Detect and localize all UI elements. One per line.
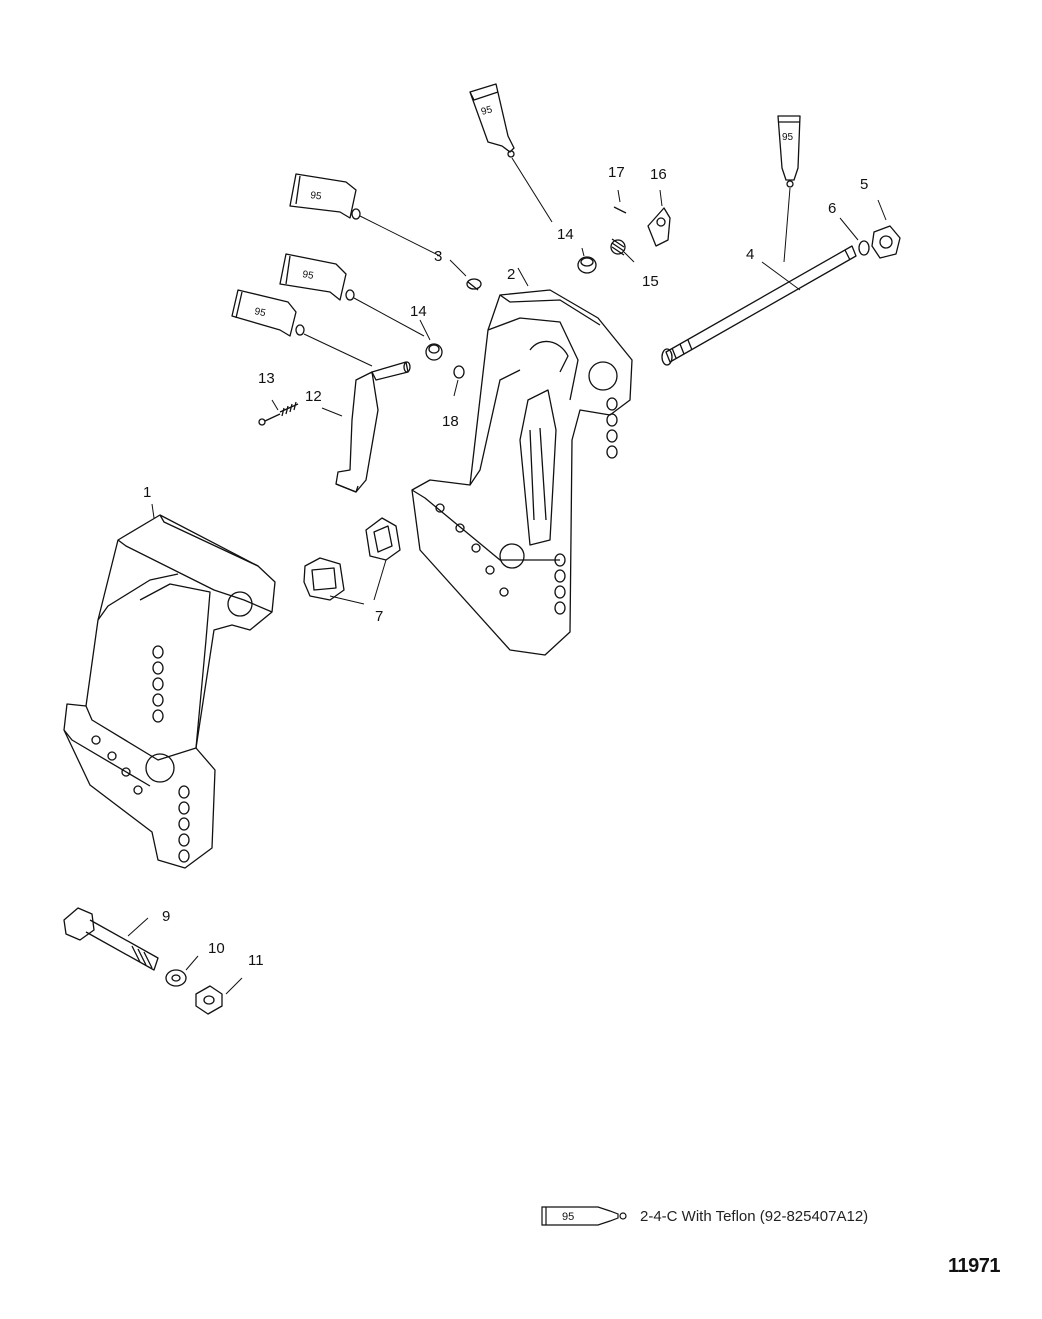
bushing-14-upper (577, 256, 597, 274)
callout-10: 10 (208, 940, 225, 957)
legend-code: 95 (562, 1211, 574, 1223)
callout-3: 3 (434, 248, 443, 265)
tube-label: 95 (301, 269, 314, 282)
spring-15 (610, 238, 626, 256)
nut-5 (871, 225, 901, 259)
pin-17 (613, 206, 627, 214)
callout-16: 16 (650, 166, 667, 183)
callout-5: 5 (860, 176, 869, 193)
tilt-tube-4 (661, 245, 857, 366)
washer-10 (165, 969, 187, 987)
bolt-9 (63, 907, 159, 971)
lever-16 (647, 207, 671, 247)
callout-18: 18 (442, 413, 459, 430)
clamp-bracket-right (411, 289, 633, 656)
grease-tube-icon-2 (289, 173, 361, 220)
tube-label: 95 (480, 104, 494, 118)
grease-tube-icon-3 (279, 253, 355, 301)
callout-13: 13 (258, 370, 275, 387)
grease-tube-icon: 95 (541, 1206, 627, 1226)
callout-9: 9 (162, 908, 171, 925)
callout-7: 7 (375, 608, 384, 625)
bushing-14-left (425, 343, 443, 361)
tube-label: 95 (310, 190, 323, 203)
grease-fitting-3 (466, 278, 482, 291)
thrust-plate-7a (303, 557, 345, 601)
callout-2: 2 (507, 266, 516, 283)
clamp-bracket-left (63, 514, 276, 869)
tube-label: 95 (782, 132, 794, 143)
tube-label: 95 (253, 306, 267, 319)
plug-18 (453, 365, 465, 379)
callout-14-upper: 14 (557, 226, 574, 243)
figure-number: 11971 (948, 1255, 1001, 1277)
grease-tube-icon-4 (231, 289, 305, 337)
callout-15: 15 (642, 273, 659, 290)
lubricant-legend: 95 2-4-C With Teflon (92-825407A12) (540, 1203, 868, 1229)
washer-6 (858, 240, 870, 256)
callout-6: 6 (828, 200, 837, 217)
callout-1: 1 (143, 484, 152, 501)
callout-17: 17 (608, 164, 625, 181)
thrust-plate-7b (365, 517, 401, 561)
spring-13 (258, 401, 299, 426)
tube-leader-lines (303, 157, 791, 367)
grease-tube-icon-5 (777, 115, 801, 188)
callout-4: 4 (746, 246, 755, 263)
callout-leader-lines (127, 189, 887, 995)
callout-11: 11 (248, 952, 264, 969)
tilt-lock-lever-12 (335, 361, 411, 493)
callout-12: 12 (305, 388, 322, 405)
legend-text: 2-4-C With Teflon (92-825407A12) (640, 1207, 869, 1225)
grease-tube-labels: 95 95 95 95 95 (253, 104, 793, 319)
grease-tube-icon-1 (469, 83, 515, 158)
callout-14-left: 14 (410, 303, 427, 320)
nut-11 (195, 985, 223, 1015)
